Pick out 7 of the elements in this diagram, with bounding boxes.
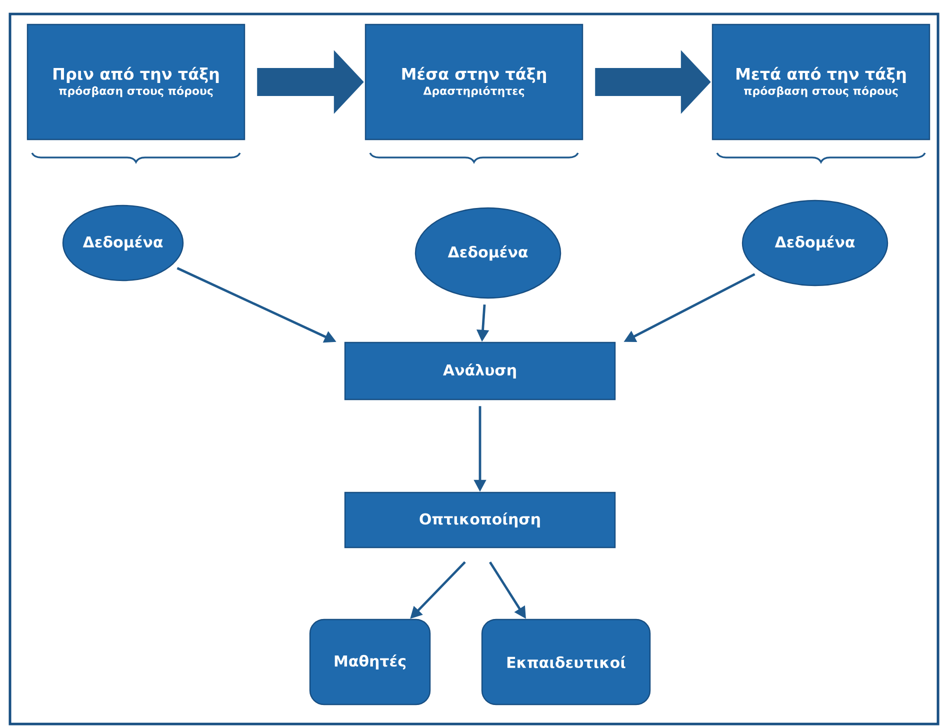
process-box: Πριν από την τάξη πρόσβαση στους πόρους [26, 24, 246, 140]
process-box: Ανάλυση [344, 342, 616, 400]
process-box: Οπτικοποίηση [344, 492, 616, 548]
process-box: Μετά από την τάξη πρόσβαση στους πόρους [712, 24, 930, 140]
output-box: Εκπαιδευτικοί [481, 618, 651, 706]
process-box: Μέσα στην τάξη Δραστηριότητες [364, 24, 584, 140]
output-box: Μαθητές [309, 618, 431, 706]
